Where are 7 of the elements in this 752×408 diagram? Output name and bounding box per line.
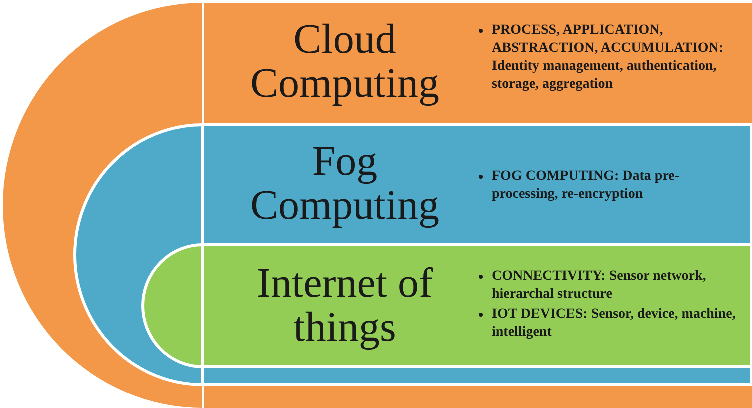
- layer-title: Internet of things: [256, 262, 434, 350]
- bullet-item: FOG COMPUTING: Data pre-processing, re-encryption: [492, 168, 681, 204]
- bullet-item: IOT DEVICES: Sensor, device, machine, intelligent: [492, 306, 737, 342]
- layer-title: Fog Computing: [249, 140, 441, 228]
- layer-title: Cloud Computing: [249, 18, 441, 106]
- bullet-item: CONNECTIVITY: Sensor network, hierarchal structure: [492, 268, 708, 304]
- bullet-item: PROCESS, APPLICATION, ABSTRACTION, ACCUMULATION: Identity management, authentication, storage, aggregation: [492, 22, 725, 94]
